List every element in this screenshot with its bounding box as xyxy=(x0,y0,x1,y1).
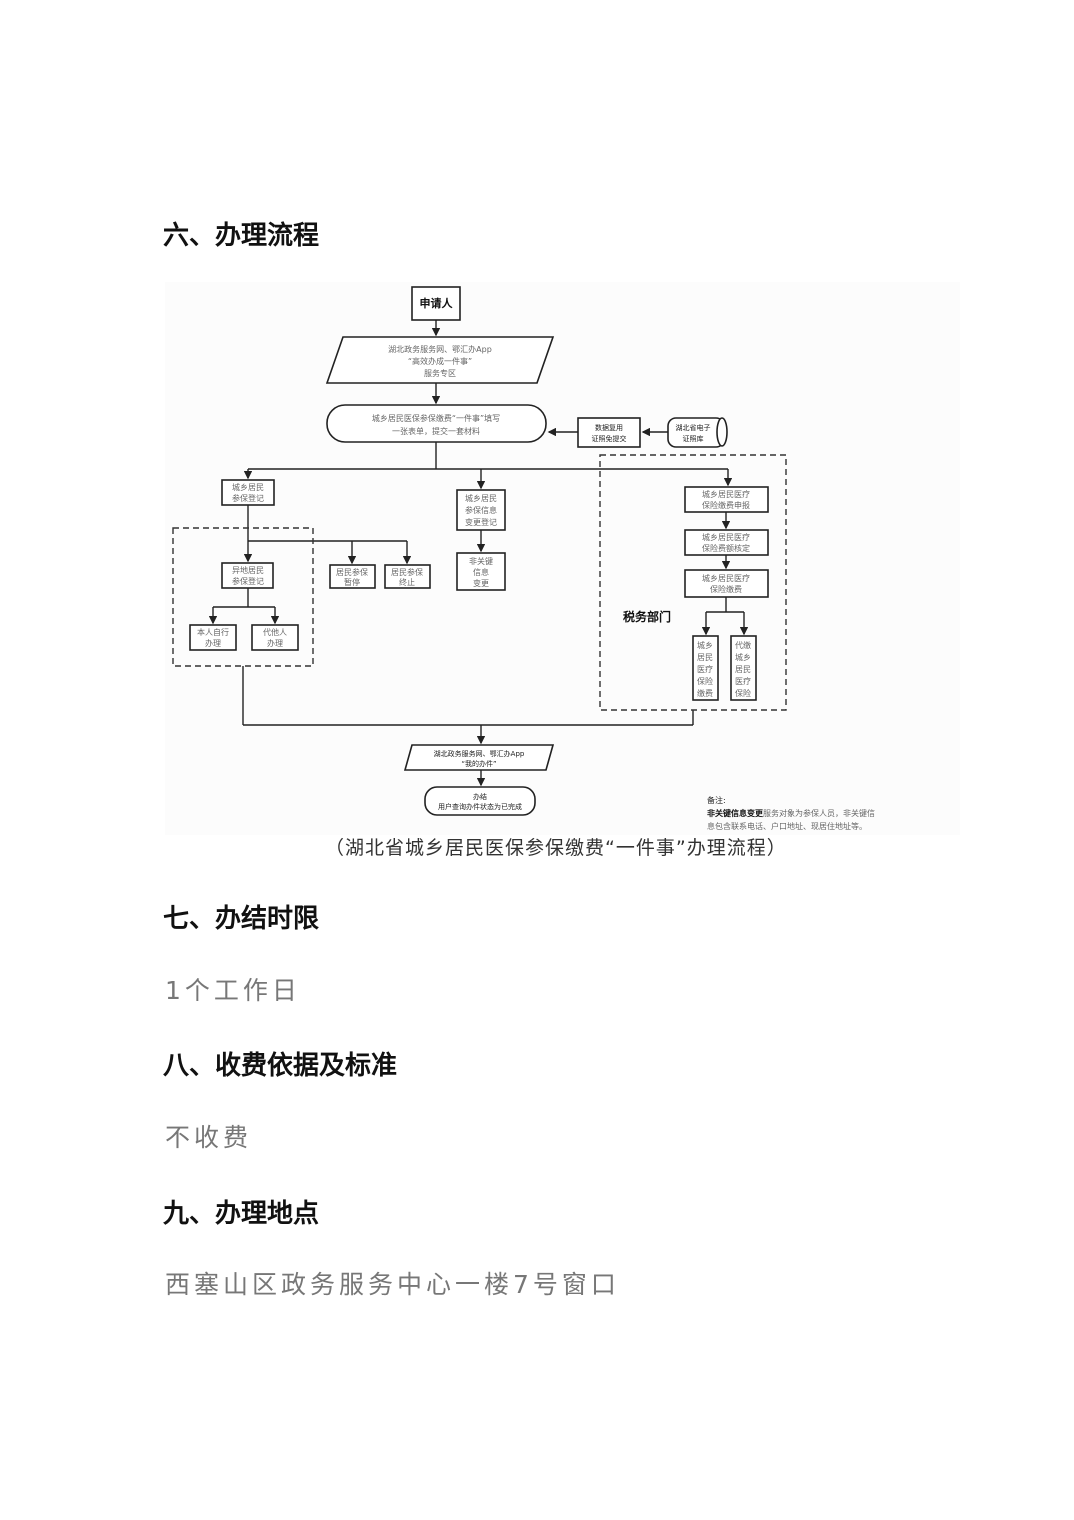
svg-text:“我的办件”: “我的办件” xyxy=(461,759,496,768)
section-8-title: 八、收费依据及标准 xyxy=(163,1051,398,1081)
section-9-title: 九、办理地点 xyxy=(163,1199,320,1229)
svg-text:变更: 变更 xyxy=(473,578,489,588)
svg-text:保险: 保险 xyxy=(735,688,751,698)
section-6-title: 六、办理流程 xyxy=(163,221,320,251)
svg-text:城乡: 城乡 xyxy=(697,641,713,650)
svg-text:保险: 保险 xyxy=(697,676,713,686)
svg-text:息包含联系电话、户口地址、现居住地址等。: 息包含联系电话、户口地址、现居住地址等。 xyxy=(707,821,867,831)
svg-text:异地居民: 异地居民 xyxy=(232,565,264,575)
svg-text:终止: 终止 xyxy=(399,577,415,587)
svg-text:居民参保: 居民参保 xyxy=(336,567,368,577)
note: 备注: 非关键信息变更服务对象为参保人员，非关键信 息包含联系电话、户口地址、现… xyxy=(707,795,875,831)
remote-register-box: 异地居民 参保登记 xyxy=(221,562,274,589)
svg-text:湖北省电子: 湖北省电子 xyxy=(676,423,711,432)
svg-text:保险缴费申报: 保险缴费申报 xyxy=(702,500,750,510)
tax-department-group xyxy=(599,454,787,711)
svg-text:“高效办成一件事”: “高效办成一件事” xyxy=(408,356,472,366)
svg-text:参保登记: 参保登记 xyxy=(232,576,264,586)
svg-text:办理: 办理 xyxy=(267,638,283,648)
svg-text:暂停: 暂停 xyxy=(344,577,360,587)
svg-text:办理: 办理 xyxy=(205,638,221,648)
proxy-pay-vertical-box: 代缴 城乡 居民 医疗 保险 xyxy=(730,635,757,701)
pay-vertical-box: 城乡 居民 医疗 保险 缴费 xyxy=(692,635,719,701)
connectors xyxy=(208,320,749,787)
svg-text:参保登记: 参保登记 xyxy=(232,493,264,503)
svg-text:保险缴费: 保险缴费 xyxy=(710,584,742,594)
svg-text:信息: 信息 xyxy=(473,567,489,577)
svg-text:证照免提交: 证照免提交 xyxy=(592,434,627,443)
self-handle-box: 本人自行 办理 xyxy=(189,624,237,651)
svg-text:服务专区: 服务专区 xyxy=(424,368,456,378)
svg-text:参保信息: 参保信息 xyxy=(465,505,497,515)
svg-text:城乡居民医疗: 城乡居民医疗 xyxy=(702,573,750,583)
data-reuse-box: 数据复用 证照免提交 xyxy=(577,417,641,448)
verify-box: 城乡居民医疗 保险费额核定 xyxy=(684,529,769,556)
section-8-body: 不收费 xyxy=(165,1123,253,1152)
svg-text:医疗: 医疗 xyxy=(697,664,713,674)
svg-text:居民: 居民 xyxy=(735,665,751,674)
svg-text:非关键: 非关键 xyxy=(469,556,493,566)
svg-text:本人自行: 本人自行 xyxy=(197,627,229,637)
change-register-box: 城乡居民 参保信息 变更登记 xyxy=(456,489,506,531)
svg-text:缴费: 缴费 xyxy=(697,688,713,698)
svg-text:居民: 居民 xyxy=(697,653,713,662)
svg-text:一张表单，提交一套材料: 一张表单，提交一套材料 xyxy=(392,426,480,436)
svg-text:城乡居民: 城乡居民 xyxy=(232,483,264,492)
nonkey-change-box: 非关键 信息 变更 xyxy=(456,552,506,591)
svg-text:居民参保: 居民参保 xyxy=(391,567,423,577)
svg-text:保险费额核定: 保险费额核定 xyxy=(702,543,750,553)
license-library-cylinder: 湖北省电子 证照库 xyxy=(667,417,728,448)
declare-box: 城乡居民医疗 保险缴费申报 xyxy=(684,486,769,513)
svg-text:城乡居民医保参保缴费“一件事”填写: 城乡居民医保参保缴费“一件事”填写 xyxy=(372,413,500,423)
section-9-body: 西塞山区政务服务中心一楼7号窗口 xyxy=(165,1270,620,1299)
process-flowchart: 申请人 湖北政务服务网、鄂汇办App “高效办成一件事” 服务专区 城乡居民医保… xyxy=(165,282,960,835)
svg-text:申请人: 申请人 xyxy=(420,296,454,310)
svg-text:代缴: 代缴 xyxy=(735,640,751,650)
svg-text:城乡: 城乡 xyxy=(735,653,751,662)
svg-text:医疗: 医疗 xyxy=(735,676,751,686)
svg-text:数据复用: 数据复用 xyxy=(595,423,623,432)
proxy-handle-box: 代他人 办理 xyxy=(251,624,299,651)
flowchart-caption: （湖北省城乡居民医保参保缴费“一件事”办理流程） xyxy=(325,837,787,859)
remote-registration-group xyxy=(172,527,314,667)
section-7-body: 1个工作日 xyxy=(165,976,301,1005)
terminate-box: 居民参保 终止 xyxy=(384,564,431,589)
suspend-box: 居民参保 暂停 xyxy=(329,564,376,589)
applicant-box: 申请人 xyxy=(411,286,461,321)
svg-text:湖北政务服务网、鄂汇办App: 湖北政务服务网、鄂汇办App xyxy=(434,749,525,758)
register-box: 城乡居民 参保登记 xyxy=(221,479,275,506)
svg-text:变更登记: 变更登记 xyxy=(465,517,497,527)
svg-text:城乡居民医疗: 城乡居民医疗 xyxy=(702,489,750,499)
done-box: 办结 用户查询办件状态为已完成 xyxy=(424,786,536,816)
svg-text:用户查询办件状态为已完成: 用户查询办件状态为已完成 xyxy=(438,802,522,811)
svg-text:非关键信息变更服务对象为参保人员，非关键信: 非关键信息变更服务对象为参保人员，非关键信 xyxy=(707,808,875,818)
svg-text:证照库: 证照库 xyxy=(683,434,704,443)
tax-department-label: 税务部门 xyxy=(623,609,671,624)
section-7-title: 七、办结时限 xyxy=(163,904,320,934)
svg-text:代他人: 代他人 xyxy=(263,627,287,637)
svg-text:办结: 办结 xyxy=(473,792,487,801)
portal-box: 湖北政务服务网、鄂汇办App “高效办成一件事” 服务专区 xyxy=(325,336,555,384)
svg-text:城乡居民医疗: 城乡居民医疗 xyxy=(702,532,750,542)
svg-text:城乡居民: 城乡居民 xyxy=(465,494,497,503)
svg-text:湖北政务服务网、鄂汇办App: 湖北政务服务网、鄂汇办App xyxy=(388,344,492,354)
svg-text:备注:: 备注: xyxy=(707,795,726,805)
my-cases-box: 湖北政务服务网、鄂汇办App “我的办件” xyxy=(403,744,555,771)
pay-box: 城乡居民医疗 保险缴费 xyxy=(684,569,769,598)
form-box: 城乡居民医保参保缴费“一件事”填写 一张表单，提交一套材料 xyxy=(326,404,547,443)
